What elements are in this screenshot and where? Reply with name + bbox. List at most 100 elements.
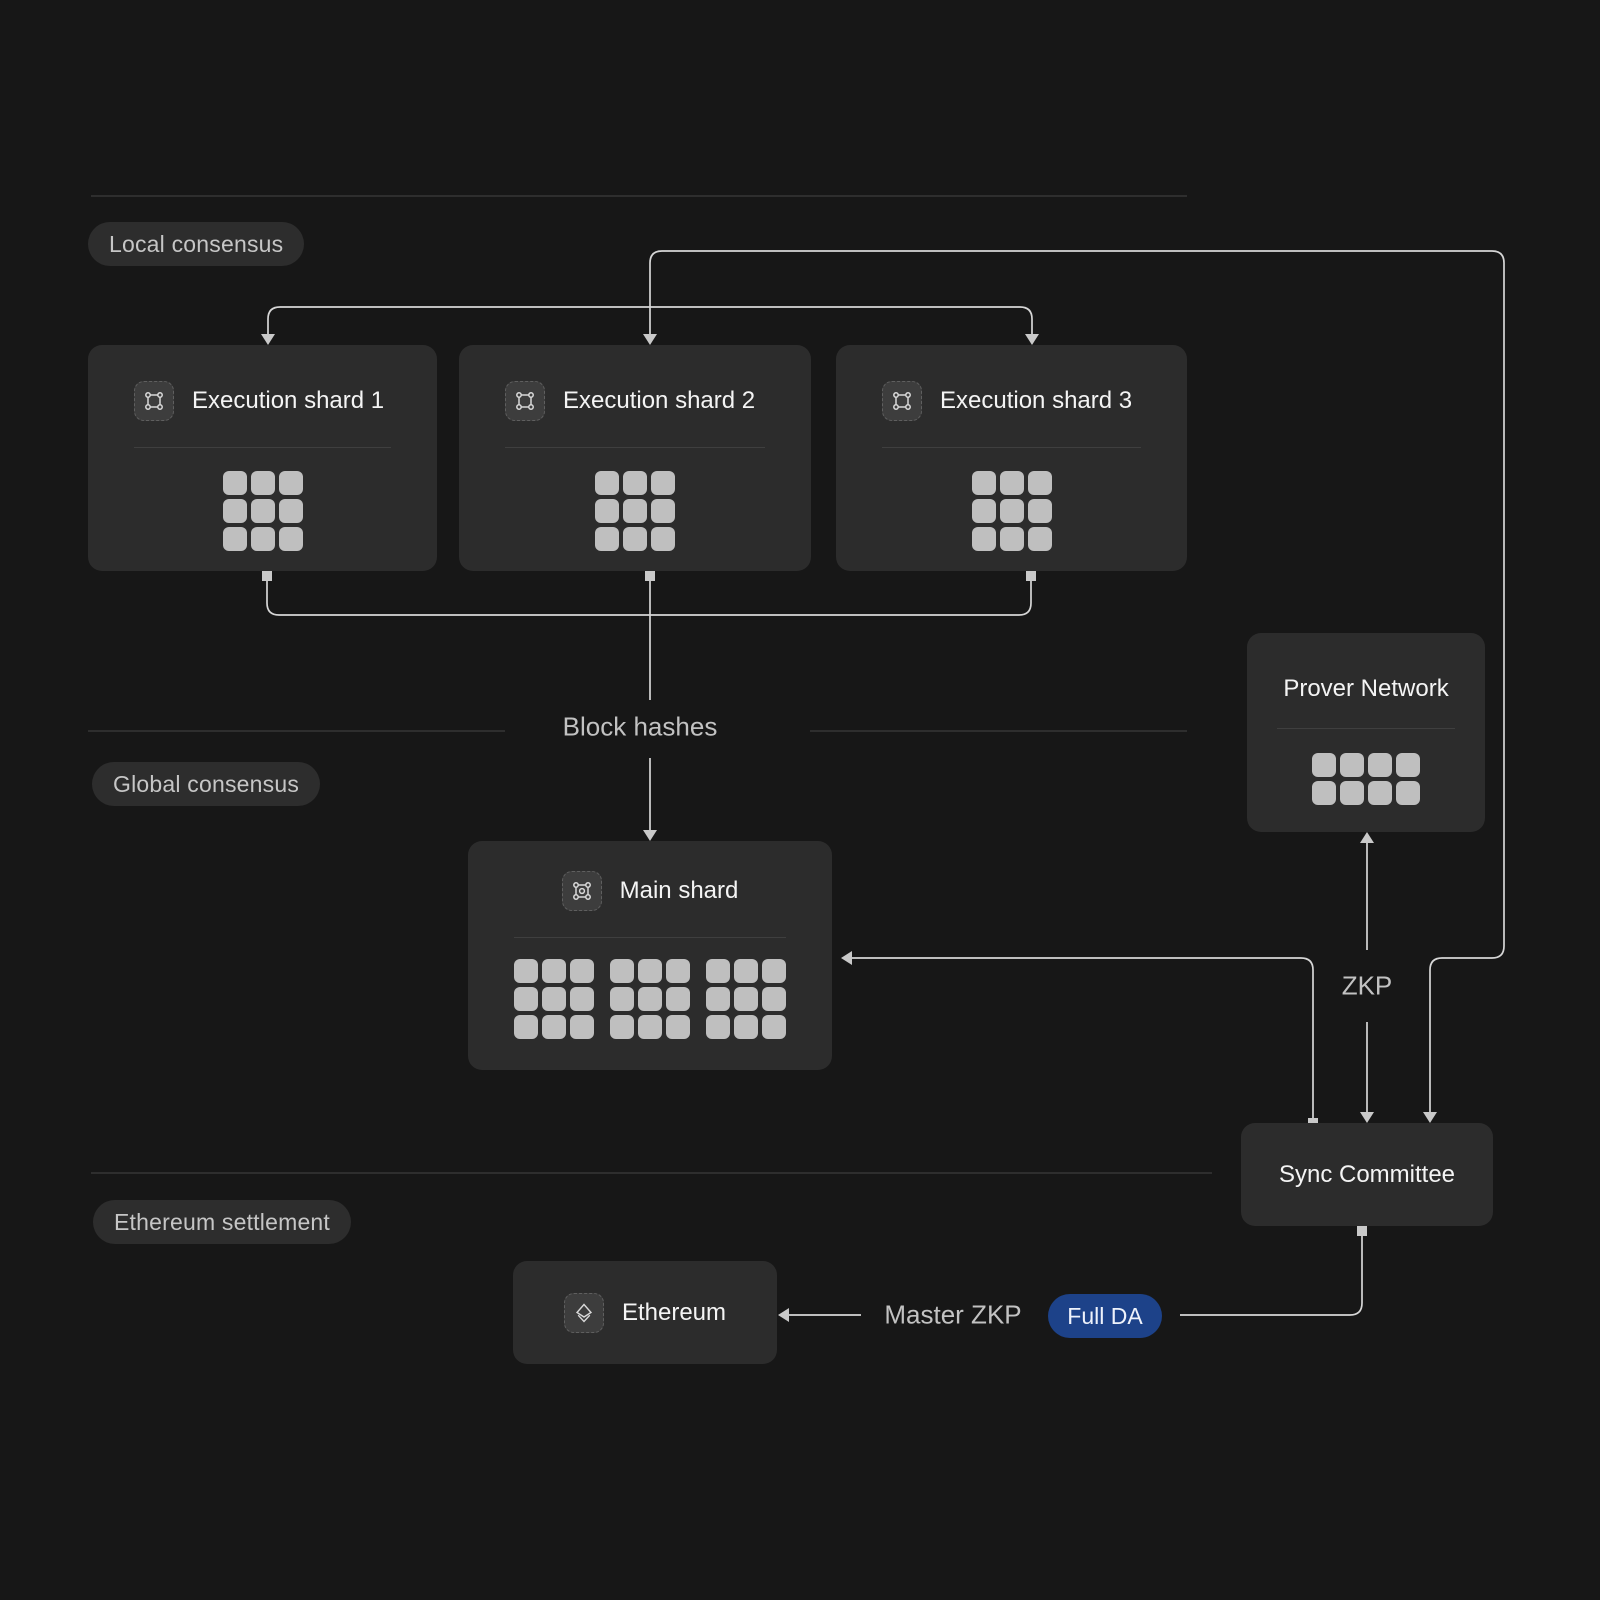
- block-cell: [250, 471, 275, 495]
- node-sync-committee: Sync Committee: [1241, 1123, 1493, 1226]
- label-zkp: ZKP: [1341, 970, 1393, 1001]
- block-cell: [971, 499, 996, 523]
- node-header: Main shard: [514, 871, 786, 911]
- block-cell: [623, 527, 647, 551]
- section-divider-global-right: [810, 730, 1187, 732]
- block-cell: [278, 471, 303, 495]
- block-cell: [250, 499, 275, 523]
- block-cell: [666, 959, 690, 983]
- wire-bottombus: [266, 581, 1032, 616]
- section-divider-settlement: [91, 1172, 1212, 1174]
- block-cell: [1396, 753, 1420, 777]
- section-divider-local: [91, 195, 1187, 197]
- block-cell: [250, 527, 275, 551]
- block-cell: [666, 1015, 690, 1039]
- prover-grid: [1312, 753, 1420, 805]
- block-cell: [222, 527, 247, 551]
- block-cell: [222, 499, 247, 523]
- block-cell: [595, 527, 619, 551]
- block-cell: [1368, 753, 1392, 777]
- node-main-shard: Main shard: [468, 841, 832, 1070]
- main-shard-grids: [468, 959, 832, 1039]
- block-cell: [610, 987, 634, 1011]
- block-cell: [514, 959, 538, 983]
- arrowhead-into-sync-right: [1423, 1112, 1437, 1123]
- block-cell: [278, 499, 303, 523]
- block-cell: [999, 471, 1024, 495]
- block-cell: [638, 1015, 662, 1039]
- block-cell: [999, 527, 1024, 551]
- full-da-badge: Full DA: [1048, 1294, 1162, 1338]
- block-cell: [651, 471, 675, 495]
- block-cell: [651, 527, 675, 551]
- section-divider-global-left: [88, 730, 505, 732]
- wire-sync-main: [852, 957, 1314, 1118]
- validator-grid: [595, 471, 675, 551]
- block-cell: [971, 471, 996, 495]
- block-cell: [542, 959, 566, 983]
- node-title: Execution shard 2: [563, 387, 756, 414]
- node-title: Main shard: [619, 877, 739, 904]
- validator-grid: [610, 959, 690, 1039]
- block-cell: [1396, 781, 1420, 805]
- block-cell: [1312, 781, 1336, 805]
- block-cell: [971, 527, 996, 551]
- block-cell: [999, 499, 1024, 523]
- node-header: Execution shard 3: [882, 381, 1141, 421]
- block-cell: [734, 1015, 758, 1039]
- block-cell: [623, 499, 647, 523]
- section-label-local-consensus: Local consensus: [88, 222, 305, 266]
- node-title: Execution shard 3: [940, 387, 1133, 414]
- block-cell: [514, 987, 538, 1011]
- block-cell: [542, 1015, 566, 1039]
- block-cell: [651, 499, 675, 523]
- block-cell: [706, 987, 730, 1011]
- block-cell: [1027, 527, 1052, 551]
- block-cell: [638, 959, 662, 983]
- arrowhead-into-shard2: [643, 334, 657, 345]
- node-ethereum: Ethereum: [513, 1261, 777, 1364]
- node-title: Prover Network: [1283, 675, 1449, 702]
- block-cell: [762, 959, 786, 983]
- block-cell: [706, 959, 730, 983]
- node-divider: [1277, 728, 1455, 729]
- block-cell: [570, 1015, 594, 1039]
- node-title: Ethereum: [621, 1298, 727, 1326]
- block-cell: [1027, 499, 1052, 523]
- block-cell: [706, 1015, 730, 1039]
- arrowhead-into-mainshard-top: [643, 830, 657, 841]
- validator-grid: [514, 959, 594, 1039]
- node-divider: [505, 447, 765, 448]
- arrowhead-into-sync-middle: [1360, 1112, 1374, 1123]
- validator-grid: [706, 959, 786, 1039]
- block-cell: [1368, 781, 1392, 805]
- block-cell: [734, 959, 758, 983]
- node-title: Sync Committee: [1278, 1160, 1456, 1188]
- wire-sync-eth-right: [1180, 1236, 1363, 1316]
- node-header: Execution shard 2: [505, 381, 765, 421]
- node-title: Execution shard 1: [192, 387, 385, 414]
- arrowhead-into-shard1: [261, 334, 275, 345]
- section-label-text: Global consensus: [113, 770, 300, 797]
- block-cell: [638, 987, 662, 1011]
- full-da-badge-text: Full DA: [1067, 1302, 1143, 1329]
- block-cell: [595, 499, 619, 523]
- plug-shard3-bottom: [1026, 571, 1036, 581]
- block-cell: [1340, 753, 1364, 777]
- arrowhead-into-mainshard-right: [841, 951, 852, 965]
- section-label-ethereum-settlement: Ethereum settlement: [93, 1200, 352, 1244]
- node-divider: [882, 447, 1141, 448]
- section-label-text: Ethereum settlement: [114, 1208, 331, 1235]
- block-cell: [514, 1015, 538, 1039]
- block-cell: [610, 1015, 634, 1039]
- block-cell: [1340, 781, 1364, 805]
- block-cell: [1027, 471, 1052, 495]
- node-divider: [134, 447, 391, 448]
- label-block-hashes: Block hashes: [562, 711, 718, 742]
- section-label-text: Local consensus: [109, 230, 284, 257]
- node-execution-shard-1: Execution shard 1: [88, 345, 437, 571]
- frame-corners-icon: [134, 381, 174, 421]
- section-label-global-consensus: Global consensus: [92, 762, 321, 806]
- block-cell: [570, 987, 594, 1011]
